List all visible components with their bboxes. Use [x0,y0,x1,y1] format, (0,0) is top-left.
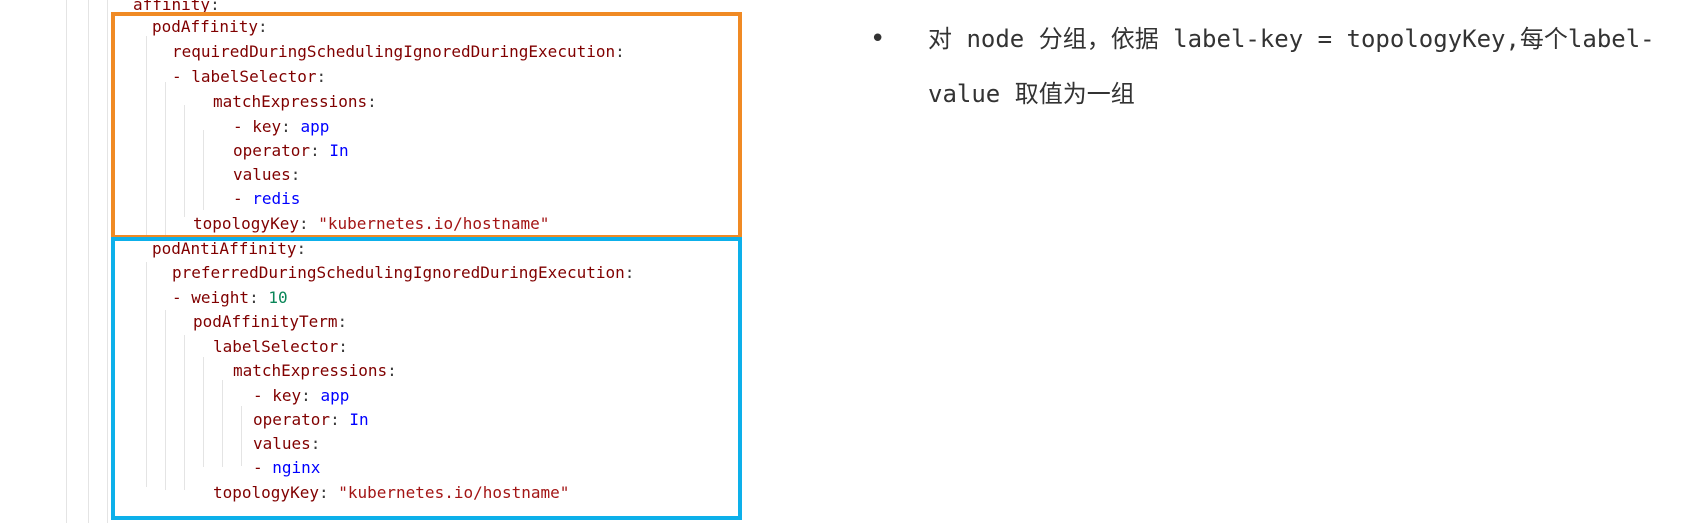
yaml-key: - labelSelector [172,67,317,86]
yaml-colon: : [281,117,301,136]
code-line: preferredDuringSchedulingIgnoredDuringEx… [172,260,634,285]
yaml-value: In [349,410,369,429]
indent-guide [222,380,223,467]
yaml-key: preferredDuringSchedulingIgnoredDuringEx… [172,263,625,282]
yaml-value: "kubernetes.io/hostname" [318,214,550,233]
yaml-key: podAffinity [152,17,258,36]
yaml-value: app [300,117,330,136]
yaml-colon: : [296,239,307,258]
yaml-colon: : [615,42,625,61]
yaml-value: 10 [268,288,288,307]
code-line: - key: app [253,383,349,408]
indent-guide [184,105,185,217]
yaml-key: - [253,458,273,477]
code-editor[interactable]: affinity:podAffinity:requiredDuringSched… [0,0,780,523]
yaml-colon: : [316,67,327,86]
yaml-key: values [233,165,291,184]
indent-guide [203,130,204,210]
code-line: topologyKey: "kubernetes.io/hostname" [193,211,549,236]
yaml-key: affinity [133,0,211,14]
yaml-value: In [329,141,349,160]
yaml-key: labelSelector [213,337,339,356]
yaml-key: - key [253,386,302,405]
yaml-value: nginx [272,458,321,477]
yaml-colon: : [249,288,269,307]
yaml-key: podAffinityTerm [193,312,338,331]
code-line: matchExpressions: [213,89,377,114]
yaml-colon: : [298,214,319,233]
note-text: 对 node 分组，依据 label-key = topologyKey,每个l… [928,25,1655,108]
yaml-value: "kubernetes.io/hostname" [338,483,570,502]
yaml-key: topologyKey [193,214,299,233]
yaml-colon: : [290,165,301,184]
indent-guide [165,310,166,490]
yaml-colon: : [367,92,377,111]
code-line: - key: app [233,114,329,139]
yaml-colon: : [387,361,397,380]
code-line: matchExpressions: [233,358,397,383]
code-line: podAffinity: [152,14,268,39]
yaml-key: - [233,189,253,208]
yaml-colon: : [310,434,321,453]
code-line: operator: In [253,407,369,432]
indent-guide [88,0,89,523]
indent-guide [203,357,204,467]
bullet: • [870,24,886,54]
indent-guide [241,406,242,466]
yaml-colon: : [257,17,268,36]
indent-guide [165,82,166,237]
yaml-key: values [253,434,311,453]
yaml-colon: : [330,410,350,429]
yaml-colon: : [210,0,220,14]
yaml-key: operator [253,410,331,429]
code-line: operator: In [233,138,349,163]
yaml-key: requiredDuringSchedulingIgnoredDuringExe… [172,42,616,61]
yaml-value: app [320,386,350,405]
indent-guide [184,335,185,490]
code-line: - nginx [253,455,320,480]
code-line: podAntiAffinity: [152,236,306,261]
yaml-key: - weight [172,288,250,307]
indent-guide [66,0,67,523]
code-line: - redis [233,186,300,211]
indent-guide [146,36,147,236]
yaml-key: podAntiAffinity [152,239,297,258]
yaml-colon: : [338,337,348,356]
yaml-colon: : [337,312,348,331]
code-line: affinity: [133,0,220,17]
code-line: topologyKey: "kubernetes.io/hostname" [213,480,569,505]
yaml-colon: : [318,483,339,502]
code-line: values: [253,431,320,456]
code-line: labelSelector: [213,334,348,359]
yaml-key: - key [233,117,282,136]
code-line: requiredDuringSchedulingIgnoredDuringExe… [172,39,625,64]
code-line: podAffinityTerm: [193,309,347,334]
yaml-key: matchExpressions [213,92,368,111]
yaml-key: topologyKey [213,483,319,502]
code-line: values: [233,162,300,187]
yaml-colon: : [624,263,635,282]
indent-guide [107,0,108,523]
code-line: - weight: 10 [172,285,288,310]
yaml-key: matchExpressions [233,361,388,380]
yaml-value: redis [252,189,301,208]
code-line: - labelSelector: [172,64,326,89]
yaml-colon: : [310,141,330,160]
yaml-colon: : [301,386,321,405]
yaml-key: operator [233,141,311,160]
indent-guide [146,262,147,487]
